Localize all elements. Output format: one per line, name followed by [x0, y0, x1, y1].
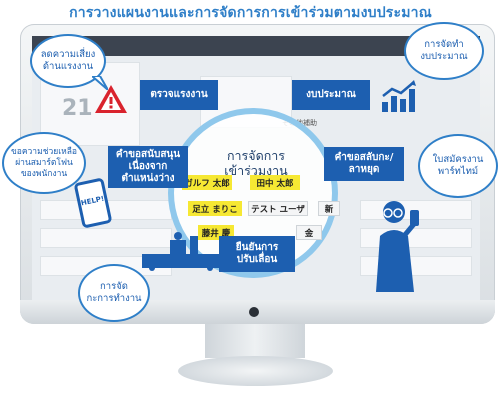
budget-planning-line2: งบประมาณ: [420, 51, 468, 62]
screen-ghost-row: [40, 228, 172, 248]
screen-ghost-number: 21: [62, 96, 93, 121]
warning-icon: [95, 85, 127, 113]
center-label-line1: การจัดการ: [226, 148, 286, 163]
bubble-tail: [92, 76, 108, 90]
phone-help-text: HELP!: [80, 194, 105, 208]
center-label-line2: เข้าร่วมงาน: [224, 163, 288, 178]
monitor-base: [178, 356, 333, 386]
check-workload-box[interactable]: ตรวจแรงงาน: [140, 80, 218, 110]
help-line3: ของพนักงาน: [20, 168, 68, 179]
shift-leave-line2: ลาหยุด: [348, 164, 380, 175]
part-time-line1: ใบสมัครงาน: [432, 154, 484, 165]
bar-chart-icon: [382, 80, 416, 112]
attendance-center-label: การจัดการ เข้าร่วมงาน: [200, 148, 312, 178]
confirm-line1: ยืนยันการ: [235, 242, 279, 253]
support-request-box[interactable]: คำขอสนับสนุน เนื่องจาก ตำแหน่งว่าง: [108, 146, 188, 188]
name-chip: 金: [296, 225, 322, 240]
name-chip: ガルフ 太郎: [182, 175, 232, 190]
part-time-line2: พาร์ทไทม์: [437, 166, 479, 177]
budget-planning-line1: การจัดทำ: [424, 39, 464, 50]
help-line1: ขอความช่วยเหลือ: [10, 146, 78, 157]
reduce-labor-risk-bubble: ลดความเสี่ยง ด้านแรงงาน: [30, 34, 106, 88]
screen-top-bar: [32, 36, 480, 56]
name-chip: 新: [318, 201, 340, 216]
part-time-application-bubble: ใบสมัครงาน พาร์ทไทม์: [418, 134, 498, 198]
shift-mgmt-line2: กะการทำงาน: [86, 293, 142, 304]
shift-leave-line1: คำขอสลับกะ/: [334, 152, 394, 163]
budget-box[interactable]: งบประมาณ: [292, 80, 370, 110]
monitor-neck: [205, 324, 305, 358]
name-chip: 足立 まりこ: [188, 201, 242, 216]
reduce-risk-line2: ด้านแรงงาน: [42, 61, 94, 72]
shift-leave-request-box[interactable]: คำขอสลับกะ/ ลาหยุด: [324, 147, 404, 181]
name-chip: テスト ユーザ: [248, 201, 308, 216]
confirm-line2: ปรับเลื่อน: [236, 254, 278, 265]
support-request-line2: เนื่องจาก: [128, 161, 168, 172]
smartphone-help-bubble: ขอความช่วยเหลือ ผ่านสมาร์ตโฟน ของพนักงาน: [2, 132, 86, 194]
page-title: การวางแผนงานและการจัดการการเข้าร่วมตามงบ…: [69, 5, 432, 21]
shift-mgmt-line1: การจัด: [100, 281, 128, 292]
factory-icon: [142, 232, 220, 271]
name-chip: 田中 太郎: [250, 175, 300, 190]
shift-management-bubble: การจัด กะการทำงาน: [78, 264, 150, 322]
budget-planning-bubble: การจัดทำ งบประมาณ: [404, 22, 484, 80]
camera-dot: [249, 307, 259, 317]
reduce-risk-line1: ลดความเสี่ยง: [40, 49, 96, 60]
help-line2: ผ่านสมาร์ตโฟน: [15, 157, 73, 168]
person-icon: [376, 201, 419, 292]
confirm-adjust-box[interactable]: ยืนยันการ ปรับเลื่อน: [219, 236, 295, 272]
support-request-line1: คำขอสนับสนุน: [115, 149, 181, 160]
support-request-line3: ตำแหน่งว่าง: [121, 173, 175, 184]
